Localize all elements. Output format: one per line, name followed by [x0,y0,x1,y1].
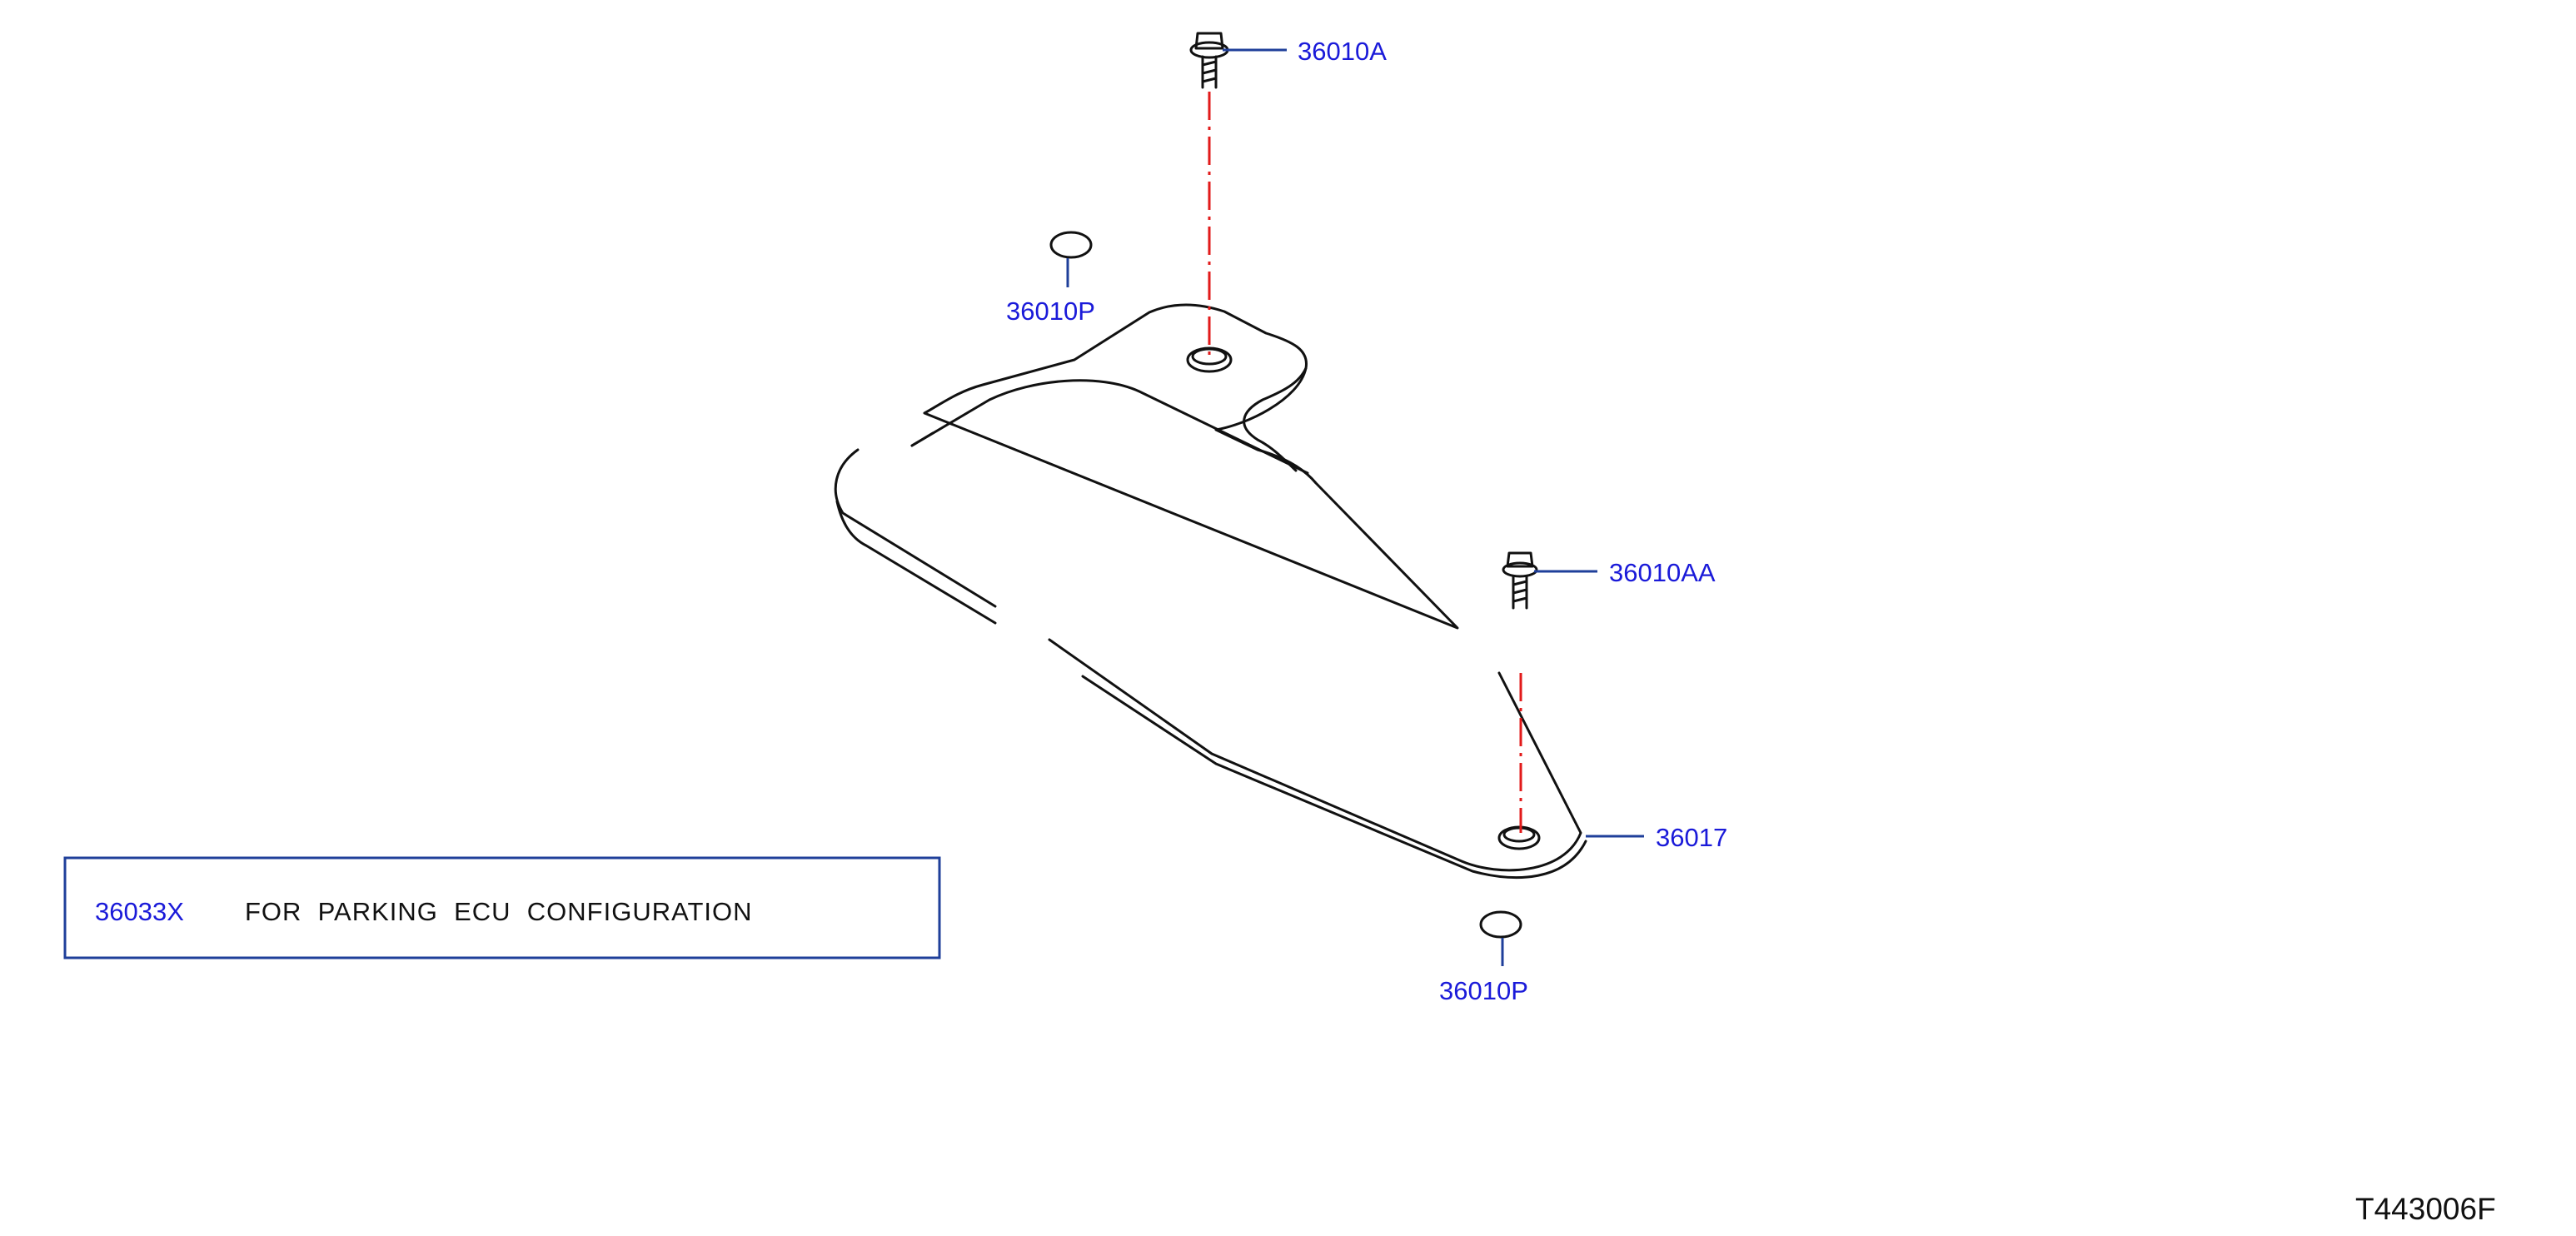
note-part-number[interactable]: 36033X [95,897,184,926]
note-description: FOR PARKING ECU CONFIGURATION [245,897,753,926]
bolt-upper-flange [1189,41,1229,59]
note-box: 36033X FOR PARKING ECU CONFIGURATION [63,856,941,959]
bolt-lower[interactable] [1502,551,1538,610]
grommet-upper-ring [1049,231,1093,259]
diagram-reference-code: T443006F [2355,1192,2496,1226]
bolt-upper-shank [1201,55,1218,89]
bracket-outline [834,303,1582,872]
lower-mounting-hole-inner [1502,826,1536,843]
bracket-tick [910,431,934,447]
bolt-upper-head [1194,32,1224,50]
grommet-upper[interactable] [1049,231,1093,259]
label-bolt-lower[interactable]: 36010AA [1609,558,1716,587]
bracket-notch [1243,366,1308,472]
bracket-inner-recess [910,379,1309,475]
grommet-lower[interactable] [1479,910,1522,939]
bolt-upper[interactable] [1189,32,1229,89]
bolt-lower-flange [1502,561,1538,578]
label-bracket[interactable]: 36017 [1656,823,1727,852]
bolt-lower-shank [1512,575,1528,610]
upper-mounting-hole-inner [1191,347,1228,366]
label-grommet-upper[interactable]: 36010P [1006,297,1095,326]
grommet-lower-ring [1479,910,1522,939]
label-grommet-lower[interactable]: 36010P [1439,976,1528,1005]
bracket-lower-edge [835,500,1587,880]
bracket-plate[interactable] [834,303,1587,880]
label-bolt-upper[interactable]: 36010A [1298,37,1387,66]
note-box-frame [63,856,941,959]
